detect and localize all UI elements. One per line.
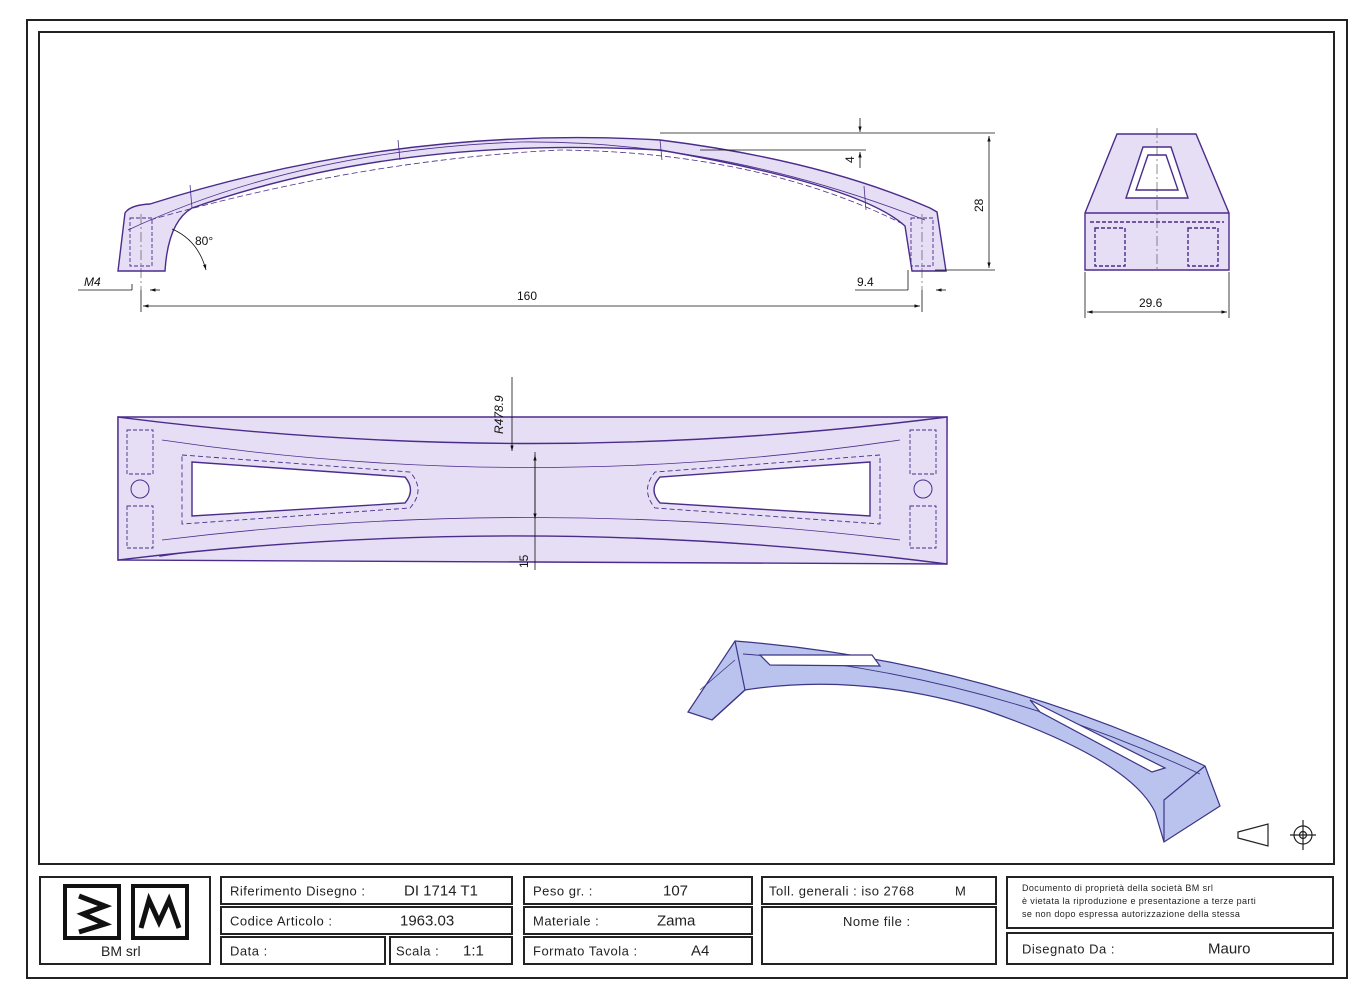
- projection-symbol: [1237, 820, 1316, 850]
- dim-width: 29.6: [1139, 296, 1163, 310]
- front-view-dimensions: [78, 118, 995, 312]
- top-view: [117, 416, 948, 565]
- company-name: BM srl: [101, 943, 141, 959]
- weight-label: Peso gr. :: [533, 883, 593, 898]
- dim-radius: R478.9: [492, 395, 506, 434]
- side-view: [1084, 128, 1230, 271]
- article-code-cell: Codice Articolo : 1963.03: [220, 906, 513, 935]
- drawing-ref-cell: Riferimento Disegno : DI 1714 T1: [220, 876, 513, 905]
- filename-label: Nome file :: [843, 914, 911, 929]
- top-view-dimensions: [510, 377, 537, 570]
- notice-line: Documento di proprietà della società BM …: [1022, 883, 1214, 893]
- side-view-dimensions: [1084, 272, 1230, 318]
- dim-length: 160: [517, 289, 537, 303]
- format-label: Formato Tavola :: [533, 943, 638, 958]
- filename-cell: Nome file :: [761, 906, 997, 965]
- scale-value: 1:1: [463, 942, 484, 959]
- drawing-ref-label: Riferimento Disegno :: [230, 883, 366, 898]
- drawn-by-label: Disegnato Da :: [1022, 941, 1115, 956]
- material-label: Materiale :: [533, 913, 600, 928]
- format-value: A4: [691, 942, 710, 959]
- dim-height: 28: [972, 198, 986, 212]
- weight-value: 107: [663, 882, 689, 899]
- drawing-ref-value: DI 1714 T1: [404, 882, 478, 899]
- ownership-notice: Documento di proprietà della società BM …: [1006, 876, 1334, 929]
- notice-line: è vietata la riproduzione e presentazion…: [1022, 896, 1257, 906]
- weight-cell: Peso gr. : 107: [523, 876, 753, 905]
- article-code-label: Codice Articolo :: [230, 913, 333, 928]
- dim-m4: M4: [84, 275, 101, 289]
- dim-offset: 9.4: [857, 275, 874, 289]
- material-cell: Materiale : Zama: [523, 906, 753, 935]
- dim-thickness: 4: [843, 156, 857, 163]
- tolerance-class: M: [955, 883, 966, 898]
- isometric-view: [687, 640, 1221, 843]
- front-view: [117, 136, 947, 290]
- company-logo: [63, 884, 189, 940]
- inner-frame: [38, 31, 1335, 865]
- tolerance-label: Toll. generali : iso 2768: [769, 883, 915, 898]
- company-logo-box: BM srl: [39, 876, 211, 965]
- material-value: Zama: [657, 912, 696, 929]
- article-code-value: 1963.03: [400, 912, 455, 929]
- format-cell: Formato Tavola : A4: [523, 936, 753, 965]
- tolerance-cell: Toll. generali : iso 2768 M: [761, 876, 997, 905]
- date-cell: Data :: [220, 936, 386, 965]
- drawn-by-cell: Disegnato Da : Mauro: [1006, 932, 1334, 965]
- notice-line: se non dopo espressa autorizzazione dell…: [1022, 909, 1241, 919]
- dim-mid-width: 15: [517, 554, 531, 568]
- outer-frame: [26, 19, 1348, 979]
- drawn-by-value: Mauro: [1208, 940, 1251, 957]
- scale-label: Scala :: [396, 943, 440, 958]
- scale-cell: Scala : 1:1: [389, 936, 513, 965]
- dim-angle: 80°: [195, 234, 213, 248]
- date-label: Data :: [230, 943, 268, 958]
